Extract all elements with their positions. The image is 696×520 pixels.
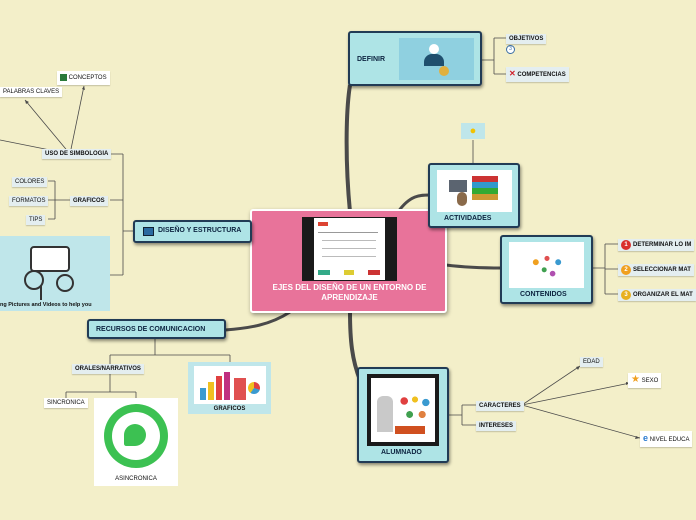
- graficos-image-label: GRAFICOS: [213, 406, 246, 412]
- alumnado-label: ALUMNADO: [381, 449, 422, 456]
- note-count-badge: 3: [506, 45, 515, 54]
- colores-node[interactable]: COLORES: [12, 177, 48, 187]
- alumnado-node[interactable]: ALUMNADO: [357, 367, 449, 463]
- definir-node[interactable]: DEFINIR: [348, 31, 482, 86]
- uso-simbologia-node[interactable]: USO DE SIMBOLOGIA: [42, 149, 112, 159]
- camera-image: ng Pictures and Videos to help you: [0, 236, 110, 311]
- close-icon: ✕: [509, 69, 516, 78]
- recursos-label: RECURSOS DE COMUNICACION: [96, 326, 206, 333]
- sexo-node[interactable]: ★ SEXO: [628, 373, 662, 388]
- competencias-node[interactable]: ✕ COMPETENCIAS: [506, 67, 569, 82]
- orales-node[interactable]: ORALES/NARRATIVOS: [72, 364, 144, 374]
- asincronica-label: ASINCRONICA: [115, 476, 157, 482]
- objetivos-node[interactable]: OBJETIVOS: [506, 34, 547, 44]
- star-icon: ★: [631, 374, 640, 385]
- contenidos-label: CONTENIDOS: [520, 291, 567, 298]
- conceptos-node[interactable]: CONCEPTOS: [57, 71, 110, 86]
- diseno-node[interactable]: DISEÑO Y ESTRUCTURA: [133, 220, 252, 243]
- classroom-image: [437, 170, 512, 212]
- camera-caption: ng Pictures and Videos to help you: [0, 302, 92, 308]
- actividades-label: ACTIVIDADES: [444, 215, 492, 222]
- recursos-node[interactable]: RECURSOS DE COMUNICACION: [87, 319, 226, 339]
- definir-label: DEFINIR: [357, 56, 385, 63]
- palabras-claves-node[interactable]: PALABRAS CLAVES: [0, 87, 63, 97]
- edad-node[interactable]: EDAD: [580, 357, 603, 367]
- students-image: [367, 374, 439, 446]
- graficos-image[interactable]: GRAFICOS: [188, 362, 271, 414]
- edge-icon: e: [643, 433, 649, 443]
- graficos-node[interactable]: GRAFICOS: [70, 196, 108, 206]
- team-icon: [399, 38, 474, 80]
- whatsapp-image[interactable]: ASINCRONICA: [94, 398, 178, 486]
- sincronica-node[interactable]: SINCRONICA: [44, 398, 88, 408]
- lightbulb-icon: ●: [461, 123, 485, 139]
- center-node[interactable]: EJES DEL DISEÑO DE UN ENTORNO DE APRENDI…: [250, 209, 447, 313]
- formatos-node[interactable]: FORMATOS: [9, 196, 49, 206]
- diseno-label: DISEÑO Y ESTRUCTURA: [158, 227, 242, 234]
- document-thumbnail: [302, 217, 397, 281]
- center-title: EJES DEL DISEÑO DE UN ENTORNO DE APRENDI…: [272, 283, 427, 302]
- contenidos-node[interactable]: CONTENIDOS: [500, 235, 593, 304]
- nivel-educativo-node[interactable]: e NIVEL EDUCA: [640, 431, 693, 447]
- actividades-node[interactable]: ACTIVIDADES: [428, 163, 520, 228]
- content-icons-image: [509, 242, 584, 288]
- book-icon: [143, 227, 154, 236]
- tips-node[interactable]: TIPS: [26, 215, 46, 225]
- caracteres-node[interactable]: CARACTERES: [476, 401, 524, 411]
- notebook-icon: [60, 74, 67, 81]
- intereses-node[interactable]: INTERESES: [476, 421, 517, 431]
